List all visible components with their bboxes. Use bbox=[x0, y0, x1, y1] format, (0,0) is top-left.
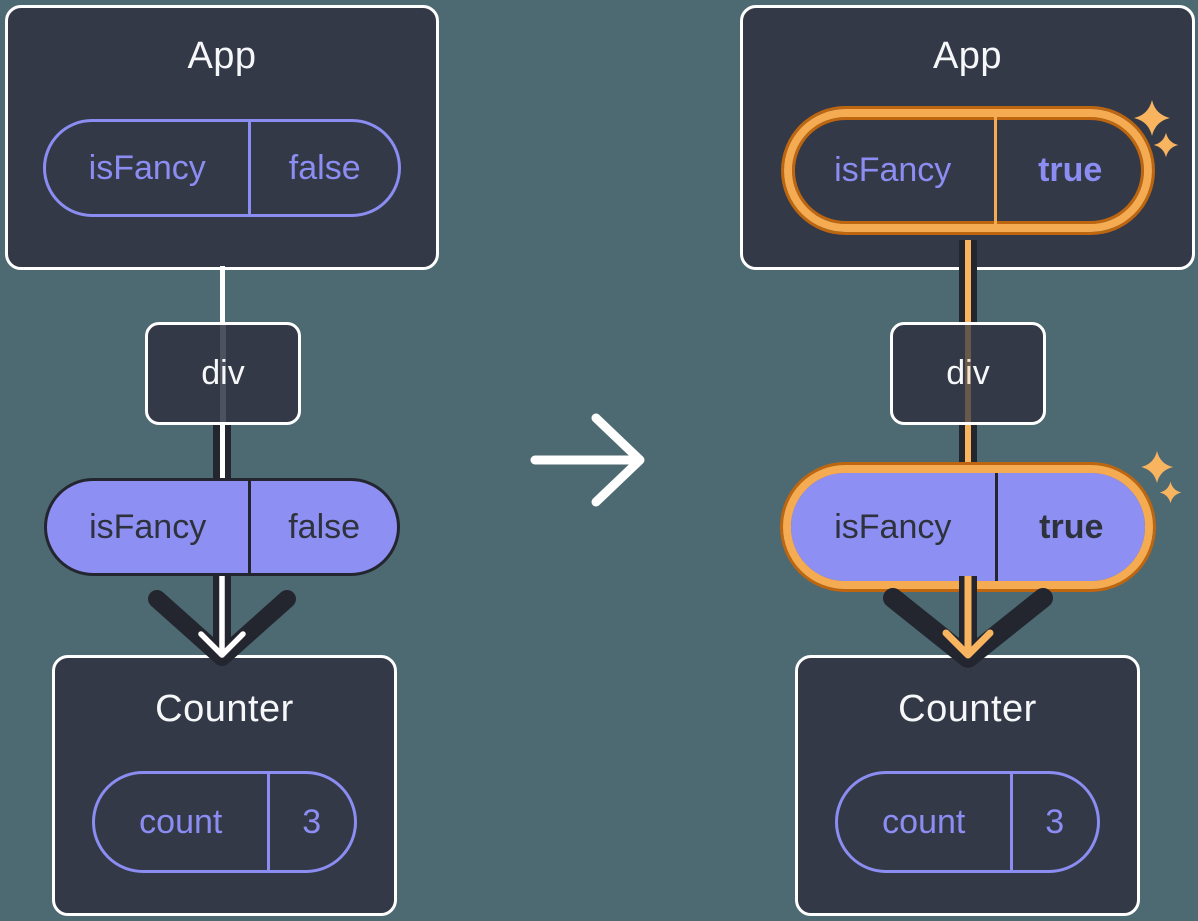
pill-divider bbox=[994, 473, 998, 581]
after-app-title: App bbox=[932, 35, 1003, 77]
before-div-passthrough-line bbox=[220, 325, 226, 422]
after-passed-prop-name: isFancy bbox=[834, 507, 952, 546]
after-div-label: div bbox=[946, 354, 990, 392]
pill-divider bbox=[993, 117, 997, 224]
pill-divider bbox=[266, 774, 270, 870]
after-counter-card: Counter count 3 bbox=[795, 655, 1140, 916]
after-connector-div-pill bbox=[965, 423, 971, 480]
before-passed-prop-name: isFancy bbox=[89, 507, 207, 546]
before-app-prop-name: isFancy bbox=[88, 148, 206, 187]
before-app-title: App bbox=[187, 35, 257, 77]
after-counter-state-value: 3 bbox=[1045, 802, 1065, 841]
before-connector-div-pill bbox=[219, 423, 225, 480]
after-div-box: div bbox=[890, 322, 1046, 425]
after-app-card: App isFancy true bbox=[740, 5, 1195, 270]
before-counter-title: Counter bbox=[155, 688, 294, 730]
after-app-prop-highlight-ring: isFancy true bbox=[783, 109, 1152, 232]
before-div-box: div bbox=[145, 322, 301, 425]
after-flow-arrow-down-icon bbox=[883, 576, 1053, 668]
after-connector-app-div bbox=[965, 240, 971, 326]
pill-divider bbox=[1009, 774, 1013, 870]
before-app-card: App isFancy false bbox=[5, 5, 439, 270]
after-counter-title: Counter bbox=[898, 688, 1037, 730]
pill-divider bbox=[248, 122, 252, 214]
before-counter-card: Counter count 3 bbox=[52, 655, 397, 916]
before-passed-prop-pill: isFancy false bbox=[44, 478, 400, 576]
after-app-prop-pill: isFancy true bbox=[792, 117, 1144, 224]
after-counter-state-name: count bbox=[882, 802, 966, 841]
after-div-passthrough-line bbox=[965, 325, 971, 422]
sparkle-icon-large bbox=[1140, 450, 1174, 484]
after-passed-prop-highlight-ring: isFancy true bbox=[783, 465, 1153, 589]
after-counter-state-pill: count 3 bbox=[835, 771, 1100, 873]
before-passed-prop-value: false bbox=[288, 507, 361, 546]
after-app-prop-value: true bbox=[1038, 151, 1103, 189]
sparkle-icon-large bbox=[1134, 100, 1170, 136]
transition-arrow-icon bbox=[530, 413, 645, 507]
before-app-prop-value: false bbox=[288, 148, 361, 187]
before-counter-state-value: 3 bbox=[302, 802, 322, 841]
before-flow-arrow-down-icon bbox=[148, 576, 296, 666]
before-connector-app-div bbox=[219, 266, 225, 326]
sparkle-icon-small bbox=[1159, 481, 1182, 504]
after-app-prop-name: isFancy bbox=[834, 151, 952, 189]
after-passed-prop-value: true bbox=[1039, 507, 1104, 546]
before-div-label: div bbox=[201, 354, 245, 392]
before-counter-state-name: count bbox=[139, 802, 223, 841]
before-counter-state-pill: count 3 bbox=[92, 771, 357, 873]
before-app-prop-pill: isFancy false bbox=[43, 119, 401, 217]
pill-divider bbox=[248, 481, 252, 573]
after-passed-prop-pill: isFancy true bbox=[791, 473, 1145, 581]
sparkle-icon-small bbox=[1153, 132, 1179, 158]
